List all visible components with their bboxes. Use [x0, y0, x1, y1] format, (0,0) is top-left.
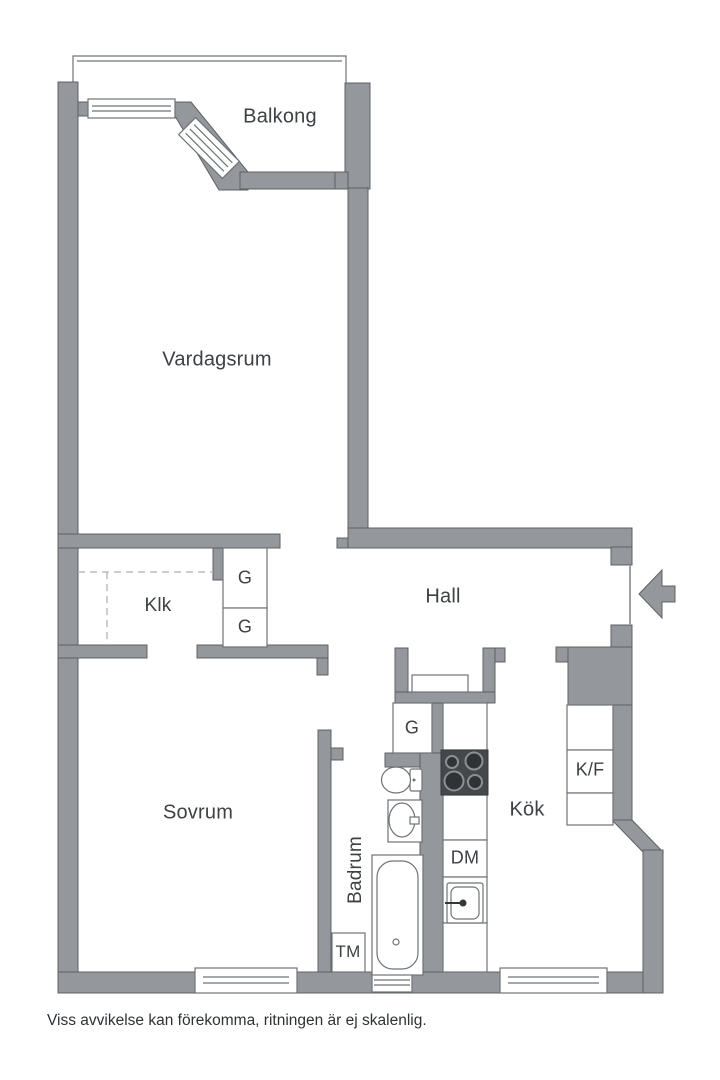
wardrobe-box-3: [392, 702, 433, 754]
balcony-outline: [72, 55, 347, 101]
dishwasher-label: DM: [450, 847, 480, 868]
room-label-living-room: Vardagsrum: [162, 348, 272, 371]
room-label-balcony: Balkong: [243, 105, 317, 128]
washing-machine-label: TM: [335, 942, 361, 961]
sloped-ceiling-dashes: [78, 571, 213, 645]
bathroom-sink-icon: [387, 799, 423, 843]
window-bathroom: [371, 973, 413, 993]
toilet-icon: [380, 766, 423, 794]
bathtub-icon: [371, 854, 424, 976]
fridge-freezer-label: K/F: [575, 759, 605, 780]
kitchen-counter: [442, 702, 488, 973]
disclaimer-text: Viss avvikelse kan förekomma, ritningen …: [47, 1012, 427, 1029]
wardrobe-box-2: [222, 607, 268, 648]
entry-arrow-icon: [638, 568, 676, 620]
window-bedroom: [194, 967, 298, 994]
room-label-closet: Klk: [144, 595, 172, 616]
window-kitchen: [499, 967, 608, 994]
room-label-kitchen: Kök: [509, 798, 545, 821]
window-top: [87, 98, 176, 119]
wardrobe-box-1: [222, 547, 268, 609]
stove-icon: [440, 749, 489, 796]
room-label-hall: Hall: [425, 585, 461, 608]
walls-layer: [57, 81, 665, 994]
fridge-freezer-unit: [566, 704, 614, 826]
wardrobe-label-3: G: [404, 717, 420, 738]
wardrobe-label-2: G: [237, 616, 253, 637]
room-label-bathroom: Badrum: [345, 836, 366, 904]
washing-machine-box: [331, 932, 366, 973]
balcony-door: [177, 116, 241, 180]
kitchen-sink-icon: [445, 882, 484, 924]
wardrobe-label-1: G: [237, 567, 253, 588]
room-label-bedroom: Sovrum: [162, 801, 234, 824]
hall-niche-shelf: [411, 674, 469, 693]
